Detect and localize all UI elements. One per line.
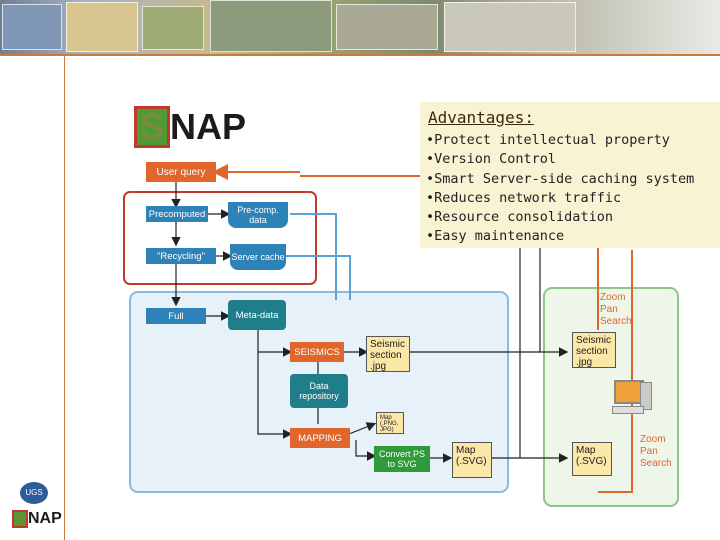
- search-label: Search: [640, 458, 672, 469]
- banner-divider: [0, 54, 720, 56]
- precomputed-box: Precomputed: [146, 206, 208, 222]
- advantage-item: Reduces network traffic: [426, 189, 694, 208]
- map-small-doc: Map (.PNG, JPG): [376, 412, 404, 434]
- advantages-title: Advantages:: [428, 108, 534, 127]
- connector-line: [276, 255, 351, 300]
- connector-line: [598, 470, 633, 493]
- pan-label: Pan: [600, 304, 618, 315]
- client-map-doc: Map (.SVG): [572, 442, 612, 476]
- meta-data-cylinder: Meta-data: [228, 300, 286, 330]
- pan-label: Pan: [640, 446, 658, 457]
- server-cache-cylinder: Server cache: [230, 244, 286, 270]
- snap-logo-s: S: [134, 106, 170, 148]
- advantage-item: Version Control: [426, 150, 694, 169]
- user-query-box: User query: [146, 162, 216, 182]
- snap-small-logo-text: NAP: [28, 510, 62, 527]
- mapping-box: MAPPING: [290, 428, 350, 448]
- recycling-box: "Recycling": [146, 248, 216, 264]
- banner-thumbnail: [66, 2, 138, 52]
- zoom-pan-search-top: Zoom Pan Search: [600, 292, 632, 328]
- client-seismic-doc: Seismic section .jpg: [572, 332, 616, 368]
- snap-small-logo-s: S: [12, 510, 28, 528]
- advantages-list: Protect intellectual property Version Co…: [426, 131, 694, 247]
- convert-box: Convert PS to SVG: [374, 446, 430, 472]
- zoom-label: Zoom: [600, 292, 626, 303]
- banner-thumbnail: [336, 4, 438, 50]
- seismics-box: SEISMICS: [290, 342, 344, 362]
- cache-frame: [123, 191, 317, 285]
- advantage-item: Protect intellectual property: [426, 131, 694, 150]
- banner-thumbnail: [142, 6, 204, 50]
- full-box: Full: [146, 308, 206, 324]
- connector-line: [290, 213, 337, 300]
- computer-icon: [612, 378, 652, 416]
- advantage-item: Easy maintenance: [426, 227, 694, 246]
- precomp-data-cylinder: Pre-comp. data: [228, 202, 288, 228]
- zoom-pan-search-bottom: Zoom Pan Search: [640, 434, 672, 470]
- zoom-label: Zoom: [640, 434, 666, 445]
- advantage-item: Resource consolidation: [426, 208, 694, 227]
- ugs-badge-icon: UGS: [20, 482, 48, 504]
- map-svg-doc: Map (.SVG): [452, 442, 492, 478]
- ugs-badge-text: UGS: [25, 488, 43, 497]
- connector-line: [257, 330, 293, 439]
- left-divider: [64, 56, 65, 540]
- advantage-item: Smart Server-side caching system: [426, 170, 694, 189]
- banner-thumbnail: [210, 0, 332, 52]
- header-banner: [0, 0, 720, 54]
- connector-line: [355, 440, 377, 461]
- search-label: Search: [600, 316, 632, 327]
- data-repository-cylinder: Data repository: [290, 374, 348, 408]
- seismic-section-doc: Seismic section .jpg: [366, 336, 410, 372]
- banner-thumbnail: [444, 2, 576, 52]
- banner-thumbnail: [2, 4, 62, 50]
- snap-logo-text: NAP: [170, 106, 247, 147]
